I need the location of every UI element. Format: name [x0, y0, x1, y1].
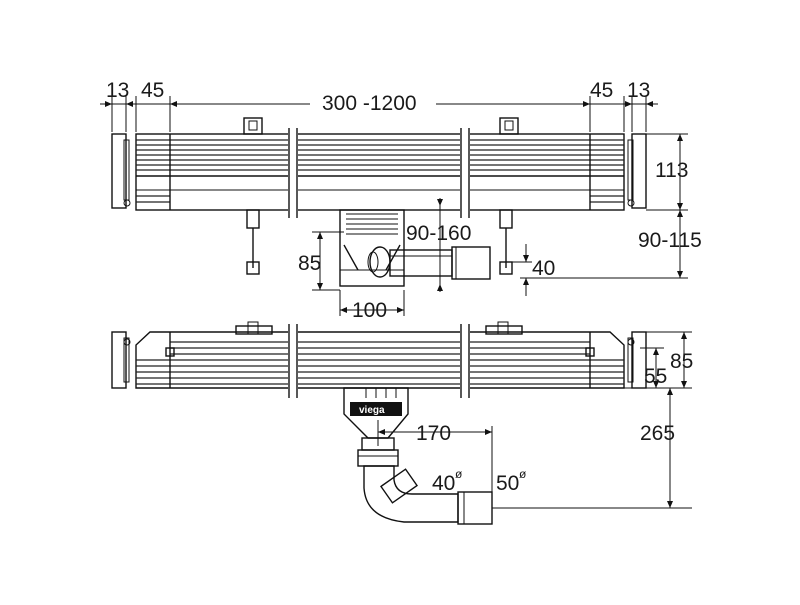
dim-body-height: 113 — [655, 159, 688, 182]
dim-top-right-end: 13 — [627, 79, 650, 102]
dim-top-length: 300 -1200 — [322, 92, 417, 115]
top-channel-ribs-lower — [136, 195, 624, 203]
top-channel-ribs-upper — [136, 139, 624, 171]
top-clip-left-slot — [248, 120, 258, 131]
dim-top-right-side: 45 — [590, 79, 613, 102]
dim-top-left-side: 45 — [141, 79, 164, 102]
top-right-end-cap — [631, 133, 647, 209]
bottom-outlet-funnel: viega — [343, 387, 409, 439]
bottom-channel-view: viega — [111, 321, 647, 525]
dim-bottom-inner-height: 55 — [644, 365, 667, 388]
bottom-left-end-cap — [111, 331, 127, 389]
top-left-end-cap — [111, 133, 127, 209]
dim-housing-height: 85 — [298, 252, 321, 275]
dim-top-left-end: 13 — [106, 79, 129, 102]
top-right-cap-screw — [627, 199, 635, 207]
brand-label: viega — [359, 405, 385, 416]
viega-logo — [350, 402, 402, 416]
bottom-dimensions: 85 55 265 170 40 ø 50 ø — [377, 331, 693, 509]
top-foot-left — [246, 209, 260, 275]
dim-pipe-large: 50 — [496, 472, 519, 495]
dim-pipe-small-diameter-symbol: ø — [455, 467, 463, 481]
top-outlet-housing — [339, 209, 405, 287]
dim-bottom-total-height: 265 — [640, 422, 675, 445]
top-clip-left — [243, 117, 263, 135]
dim-outlet-height-range: 90-160 — [406, 222, 471, 245]
dim-outlet-length: 170 — [416, 422, 451, 445]
bottom-clip-right — [485, 325, 523, 335]
top-channel-view — [111, 117, 647, 287]
top-dimensions: 13 45 300 -1200 45 13 113 90-115 90-160 … — [100, 79, 702, 322]
dim-pipe-large-diameter-symbol: ø — [519, 467, 527, 481]
bottom-outlet-pipe — [357, 437, 493, 525]
bottom-channel-ribs — [136, 341, 624, 385]
bottom-clip-left — [235, 325, 273, 335]
top-break-left — [288, 128, 298, 218]
dim-outlet-offset: 40 — [532, 257, 555, 280]
dim-install-height: 90-115 — [638, 229, 702, 252]
top-clip-right-slot — [504, 120, 514, 131]
dim-housing-width: 100 — [352, 299, 387, 322]
top-left-cap-screw — [123, 199, 131, 207]
top-outlet-pipe — [367, 246, 491, 280]
top-foot-right — [499, 209, 513, 275]
dim-bottom-body-height: 85 — [670, 350, 693, 373]
dim-pipe-small: 40 — [432, 472, 455, 495]
top-clip-right — [499, 117, 519, 135]
top-break-right — [460, 128, 470, 218]
